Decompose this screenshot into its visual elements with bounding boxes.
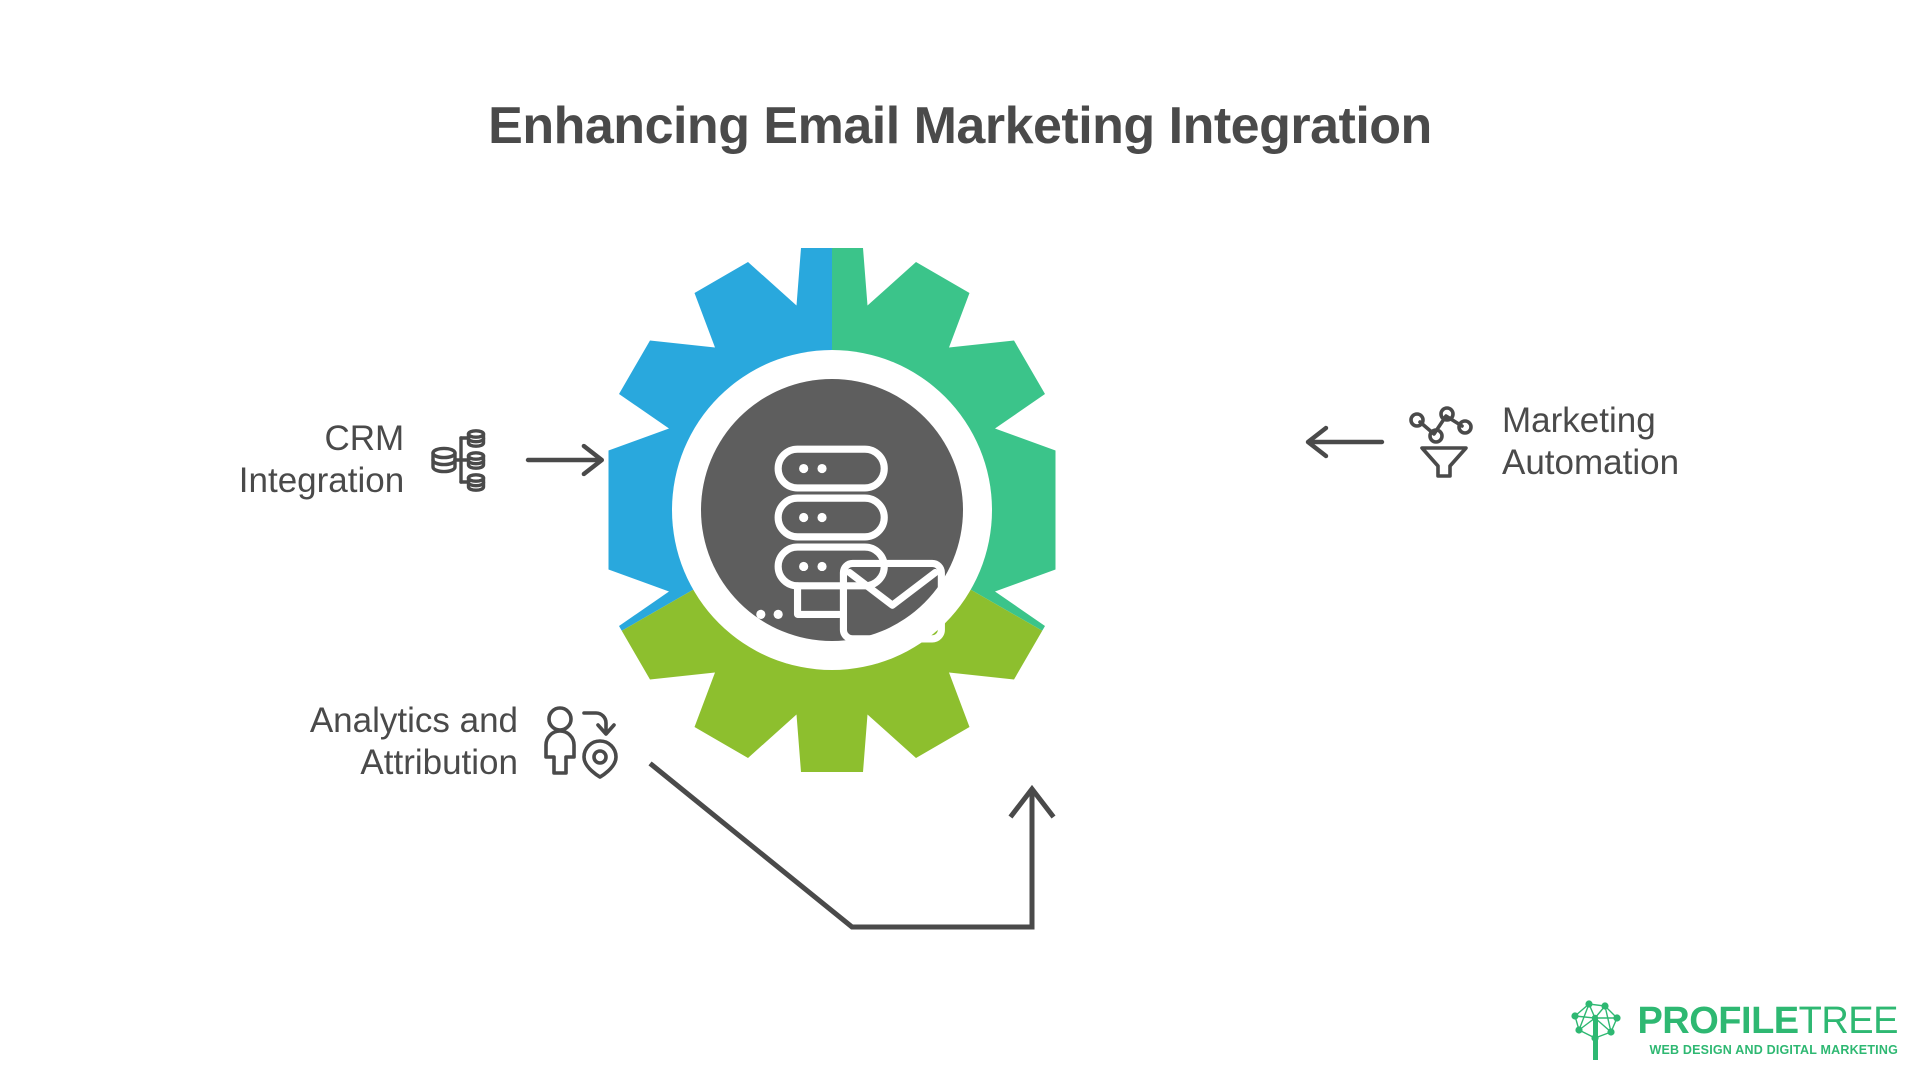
central-gear-graphic xyxy=(567,245,1097,775)
arrow-right-icon xyxy=(525,443,605,477)
page-title: Enhancing Email Marketing Integration xyxy=(488,97,1432,155)
funnel-network-icon xyxy=(1409,406,1473,478)
arrow-left-icon xyxy=(1305,425,1385,459)
logo-tagline: WEB DESIGN AND DIGITAL MARKETING xyxy=(1649,1042,1898,1057)
profiletree-logo[interactable]: PROFILETREE WEB DESIGN AND DIGITAL MARKE… xyxy=(1565,996,1899,1062)
elbow-arrow-up-icon xyxy=(648,761,1056,930)
node-automation-label: Marketing Automation xyxy=(1502,401,1680,482)
node-crm-label: CRM Integration xyxy=(238,419,405,500)
node-analytics-attribution[interactable]: Analytics and Attribution xyxy=(190,700,620,784)
profiletree-tree-network-icon xyxy=(1571,1000,1622,1060)
user-location-pin-icon xyxy=(544,706,618,779)
logo-word-light: TREE xyxy=(1798,999,1899,1042)
gear-hub xyxy=(701,379,963,641)
node-crm-integration[interactable]: CRM Integration xyxy=(150,418,610,502)
node-analytics-label: Analytics and Attribution xyxy=(309,701,518,782)
node-marketing-automation[interactable]: Marketing Automation xyxy=(1300,400,1770,484)
logo-word-bold: PROFILE xyxy=(1637,999,1799,1042)
database-hierarchy-icon xyxy=(431,429,486,492)
server-stack-email-icon xyxy=(756,445,945,643)
logo-wordmark: PROFILETREE xyxy=(1637,1002,1898,1040)
